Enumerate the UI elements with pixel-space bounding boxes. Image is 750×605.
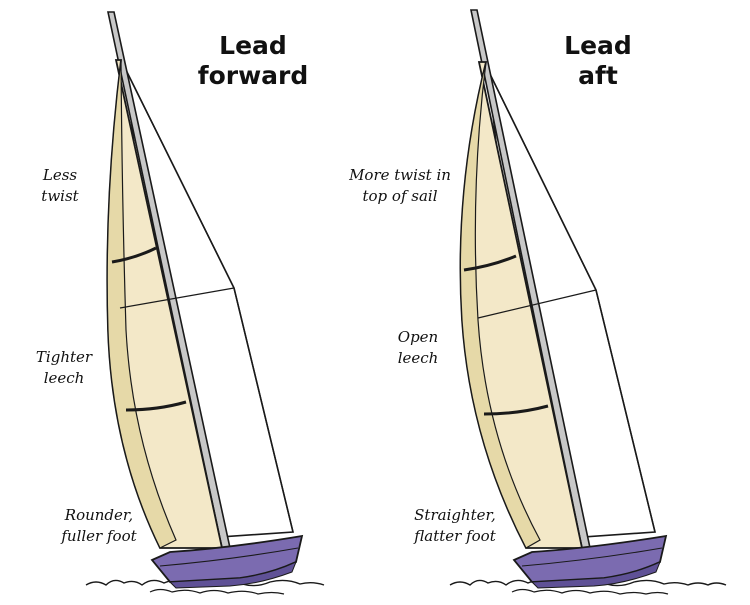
boat-lead-forward xyxy=(85,11,325,595)
title-lead-aft: Lead aft xyxy=(548,31,648,91)
note-line: leech xyxy=(397,349,439,367)
title-line: forward xyxy=(197,61,309,90)
note-line: Rounder, xyxy=(64,506,134,524)
water-waves-2 xyxy=(511,588,669,595)
note-line: twist xyxy=(41,187,79,205)
note-line: fuller foot xyxy=(61,527,137,545)
note-more-twist: More twist in top of sail xyxy=(340,165,460,207)
note-open-leech: Open leech xyxy=(378,327,458,369)
hull-shade xyxy=(168,561,297,589)
draft-stripe-upper xyxy=(463,254,517,272)
jib-seam xyxy=(119,287,235,309)
title-line: aft xyxy=(578,61,618,90)
note-rounder-fuller-foot: Rounder, fuller foot xyxy=(44,505,154,547)
note-line: top of sail xyxy=(362,187,438,205)
hull-deck-line xyxy=(159,547,299,567)
title-lead-forward: Lead forward xyxy=(178,31,328,91)
jib-seam xyxy=(477,289,597,319)
mainsail-leech-shade xyxy=(106,59,177,549)
boat-lead-aft xyxy=(449,9,727,595)
jib-leech-line xyxy=(233,287,294,533)
draft-stripe-upper xyxy=(111,246,157,264)
hull-deck-line xyxy=(521,547,663,567)
note-line: Open xyxy=(397,328,439,346)
note-line: Straighter, xyxy=(414,506,496,524)
note-line: leech xyxy=(43,369,85,387)
note-tighter-leech: Tighter leech xyxy=(24,347,104,389)
title-line: Lead xyxy=(564,31,632,60)
draft-stripe-lower xyxy=(483,404,549,416)
hull-shade xyxy=(530,561,661,589)
mainsail-leech-shade xyxy=(459,61,541,549)
title-line: Lead xyxy=(219,31,287,60)
note-line: Tighter xyxy=(35,348,93,366)
jib-leech-line xyxy=(595,289,656,533)
note-line: Less xyxy=(42,166,78,184)
draft-stripe-lower xyxy=(125,400,187,412)
forestay xyxy=(487,69,597,291)
note-straighter-flatter-foot: Straighter, flatter foot xyxy=(400,505,510,547)
note-line: flatter foot xyxy=(414,527,496,545)
note-line: More twist in xyxy=(349,166,451,184)
forestay xyxy=(125,69,235,289)
water-waves-2 xyxy=(149,588,285,595)
note-less-twist: Less twist xyxy=(20,165,100,207)
